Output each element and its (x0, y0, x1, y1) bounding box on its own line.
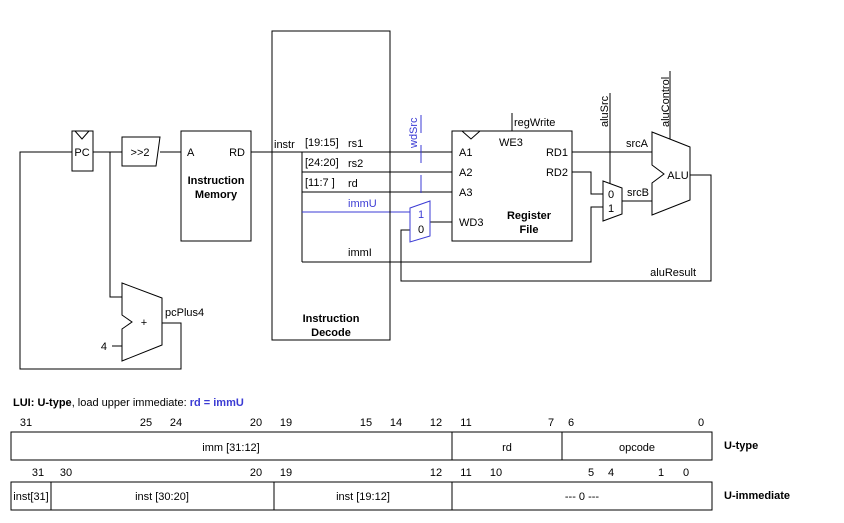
srcB-label: srcB (627, 187, 649, 199)
alu-mux-input-0: 0 (608, 189, 614, 201)
uimm-bit: 0 (683, 467, 689, 479)
wd-mux-input-0: 0 (418, 224, 424, 236)
uimm-field: inst [30:20] (135, 491, 189, 503)
uimm-encoding: 31 30 20 19 12 11 10 5 4 1 0 inst[31] in… (10, 467, 790, 511)
wdSrc-label: wdSrc (408, 117, 420, 149)
utype-bit: 0 (698, 417, 704, 429)
shift-block: >>2 (121, 136, 161, 167)
utype-encoding: 31 25 24 20 19 15 14 12 11 7 6 0 imm [31… (10, 417, 758, 461)
utype-bit: 15 (360, 417, 372, 429)
rs1-label: rs1 (348, 138, 363, 150)
utype-label: U-type (724, 440, 758, 452)
field-rs1: [19:15] (305, 137, 339, 149)
wd-mux: 1 0 (409, 200, 431, 243)
aluSrc-label: aluSrc (599, 95, 611, 127)
imem-a-port: A (187, 147, 195, 159)
uimm-bit: 1 (658, 467, 664, 479)
uimm-field: inst [19:12] (336, 491, 390, 503)
rf-wd3-port: WD3 (459, 217, 483, 229)
utype-bit: 20 (250, 417, 262, 429)
uimm-bit: 10 (490, 467, 502, 479)
instruction-decode: Instruction Decode (271, 30, 391, 341)
pc-next-wire (19, 151, 182, 370)
rf-title-2: File (520, 224, 539, 236)
uimm-bit: 4 (608, 467, 614, 479)
uimm-field: inst[31] (13, 491, 48, 503)
pc-label: PC (74, 147, 89, 159)
alu-src-mux: 0 1 (602, 180, 623, 222)
uimm-bit: 31 (32, 467, 44, 479)
regWrite-label: regWrite (514, 117, 555, 129)
utype-bit: 14 (390, 417, 402, 429)
uimm-bit: 11 (460, 467, 471, 479)
imem-title-2: Memory (195, 189, 238, 201)
utype-field-imm: imm [31:12] (202, 442, 259, 454)
pc-register: PC (71, 130, 94, 172)
utype-bit: 25 (140, 417, 152, 429)
rs2-label: rs2 (348, 158, 363, 170)
rf-a1-port: A1 (459, 147, 472, 159)
aluResult-wire (400, 174, 712, 282)
shift-label: >>2 (131, 147, 150, 159)
utype-bit: 11 (460, 417, 471, 429)
caption-formula: rd = immU (190, 397, 244, 409)
decode-title-1: Instruction (303, 313, 360, 325)
utype-bit: 6 (568, 417, 574, 429)
uimm-bit: 12 (430, 467, 442, 479)
uimm-bit: 20 (250, 467, 262, 479)
aluControl-label: aluControl (660, 77, 672, 127)
rf-a2-port: A2 (459, 167, 472, 179)
active-wires (302, 115, 422, 213)
utype-field-rd: rd (502, 442, 512, 454)
instr-label: instr (274, 139, 295, 151)
immI-wire (302, 206, 603, 263)
instruction-caption: LUI: U-type, load upper immediate: rd = … (13, 397, 244, 409)
pc-adder: + (121, 282, 163, 362)
imem-title-1: Instruction (188, 175, 245, 187)
field-rd: [11:7 ] (305, 177, 335, 189)
wires (19, 71, 712, 370)
uimm-bit: 5 (588, 467, 594, 479)
pcPlus4-label: pcPlus4 (165, 307, 204, 319)
aluResult-label: aluResult (650, 267, 696, 279)
imem-rd-port: RD (229, 147, 245, 159)
rd2-wire (572, 171, 603, 195)
wd-mux-input-1: 1 (418, 209, 424, 221)
rf-we3-port: WE3 (499, 137, 523, 149)
utype-bit: 12 (430, 417, 442, 429)
alu: ALU (651, 131, 691, 216)
rf-a3-port: A3 (459, 187, 472, 199)
rd-label: rd (348, 178, 358, 190)
caption-middle: , load upper immediate: (72, 397, 190, 409)
alu-mux-input-1: 1 (608, 203, 614, 215)
utype-field-opcode: opcode (619, 442, 655, 454)
uimm-bit: 30 (60, 467, 72, 479)
instruction-memory: A RD Instruction Memory (180, 130, 252, 242)
alu-label: ALU (667, 170, 688, 182)
srcA-label: srcA (626, 138, 649, 150)
rf-rd2-port: RD2 (546, 167, 568, 179)
pc-to-adder-wire (109, 152, 122, 298)
field-rs2: [24:20] (305, 157, 339, 169)
caption-prefix: LUI: (13, 397, 37, 409)
four-constant: 4 (101, 341, 107, 353)
uimm-label: U-immediate (724, 490, 790, 502)
utype-bit: 19 (280, 417, 292, 429)
utype-bit: 31 (20, 417, 32, 429)
uimm-field: --- 0 --- (565, 491, 600, 503)
immU-label: immU (348, 198, 377, 210)
uimm-bit: 19 (280, 467, 292, 479)
utype-bit: 24 (170, 417, 182, 429)
caption-type: U-type (37, 397, 71, 409)
utype-bit: 7 (548, 417, 554, 429)
register-file: A1 A2 A3 WD3 WE3 RD1 RD2 Register File (451, 130, 573, 242)
adder-label: + (141, 317, 147, 329)
rf-title-1: Register (507, 210, 552, 222)
rf-rd1-port: RD1 (546, 147, 568, 159)
immI-label: immI (348, 247, 372, 259)
decode-title-2: Decode (311, 327, 351, 339)
